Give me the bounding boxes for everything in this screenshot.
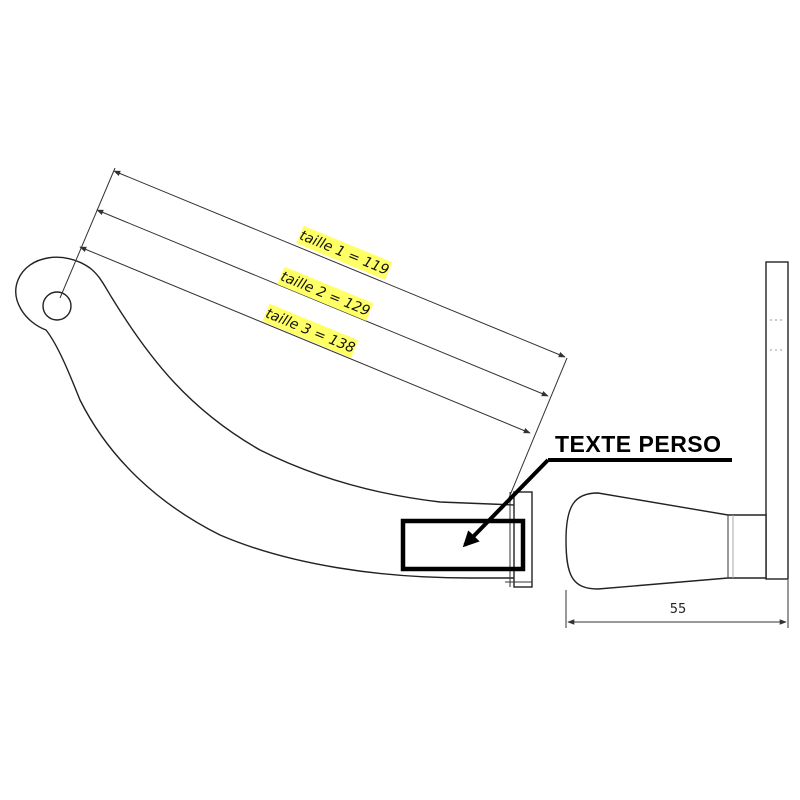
extension-line-pivot: [59, 167, 116, 299]
custom-text-frame: [400, 518, 526, 572]
handle-side-view: 55: [565, 261, 789, 628]
dimension-label-size-2: taille 2 = 129: [278, 269, 372, 320]
dimension-line-size-1: [113, 170, 566, 358]
handle-front-view: [15, 256, 533, 588]
highlight-size-2: [277, 266, 374, 321]
dimension-line-size-3: [79, 246, 531, 434]
side-view-grip: [565, 492, 767, 590]
width-dimension-label: 55: [670, 602, 687, 617]
extension-line-end: [507, 357, 568, 501]
handle-outline: [15, 256, 516, 579]
dimension-label-size-2-group: taille 2 = 129: [277, 266, 374, 321]
callout-leader-arrow: [462, 458, 550, 548]
custom-text-callout: TEXTE PERSO: [462, 431, 732, 548]
dimension-label-size-1-group: taille 1 = 119: [296, 225, 393, 280]
highlight-size-1: [296, 225, 393, 280]
side-view-plate: [765, 261, 789, 580]
pivot-hole: [42, 291, 72, 321]
dimension-label-size-3: taille 3 = 138: [263, 306, 357, 357]
callout-label: TEXTE PERSO: [555, 431, 722, 457]
dimension-label-size-1: taille 1 = 119: [297, 228, 391, 279]
highlight-size-3: [262, 303, 359, 358]
